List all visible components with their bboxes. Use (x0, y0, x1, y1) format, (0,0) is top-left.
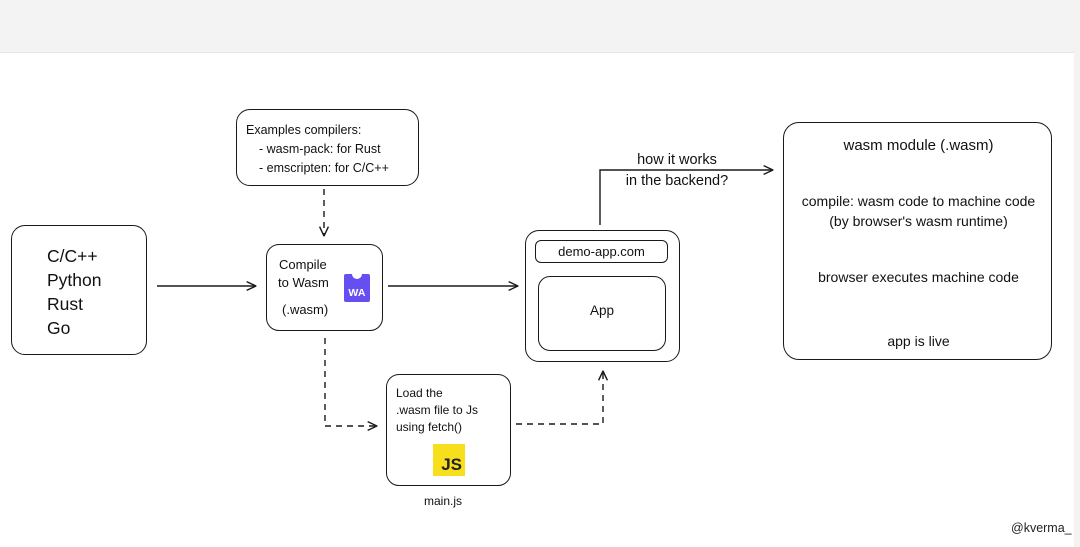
examples-heading: Examples compilers: (246, 123, 362, 137)
wasm-runtime-flow-box: wasm module (.wasm) compile: wasm code t… (783, 122, 1052, 360)
language-item: C/C++ (47, 246, 98, 266)
language-item: Python (47, 270, 102, 290)
compile-line-2: to Wasm (278, 275, 329, 290)
app-box: App (538, 276, 666, 351)
languages-box: C/C++ Python Rust Go (11, 225, 147, 355)
javascript-logo-icon: JS (433, 444, 465, 476)
example-item: - wasm-pack: for Rust (259, 142, 381, 156)
compile-line-1: Compile (279, 257, 327, 272)
browser-window-box: demo-app.com App (525, 230, 680, 362)
load-wasm-box: Load the .wasm file to Js using fetch() … (386, 374, 511, 486)
url-bar: demo-app.com (535, 240, 668, 263)
compile-line-3: (.wasm) (282, 302, 329, 317)
url-text: demo-app.com (558, 244, 645, 259)
main-js-label: main.js (424, 494, 463, 508)
load-line-3: using fetch() (396, 420, 463, 434)
author-handle: @kverma_ (1011, 521, 1072, 535)
how-line-1: how it works (637, 152, 717, 168)
examples-compilers-box: Examples compilers: - wasm-pack: for Rus… (236, 109, 419, 186)
load-line-1: Load the (396, 386, 443, 400)
webassembly-logo-text: WA (348, 287, 366, 299)
load-line-2: .wasm file to Js (396, 403, 479, 417)
language-item: Rust (47, 294, 83, 314)
language-item: Go (47, 318, 71, 338)
javascript-logo-text: JS (441, 455, 462, 474)
flow-step-live: app is live (887, 333, 950, 349)
compile-to-wasm-box: Compile to Wasm (.wasm) WA (266, 244, 383, 331)
arrow-compile-to-load (324, 338, 377, 426)
top-bar (0, 0, 1080, 53)
arrow-load-to-browser (516, 371, 603, 425)
app-label: App (589, 303, 615, 318)
right-scroll-strip (1074, 52, 1080, 547)
how-it-works-label: how it works in the backend? (600, 150, 754, 192)
flow-step-compile: compile: wasm code to machine code (801, 193, 1036, 209)
flow-step-execute: browser executes machine code (818, 269, 1019, 285)
flow-step-compile-note: (by browser's wasm runtime) (829, 213, 1008, 229)
flow-step-module: wasm module (.wasm) (843, 137, 994, 154)
example-item: - emscripten: for C/C++ (259, 161, 389, 175)
how-line-2: in the backend? (625, 173, 729, 189)
webassembly-logo-icon: WA (344, 273, 370, 302)
